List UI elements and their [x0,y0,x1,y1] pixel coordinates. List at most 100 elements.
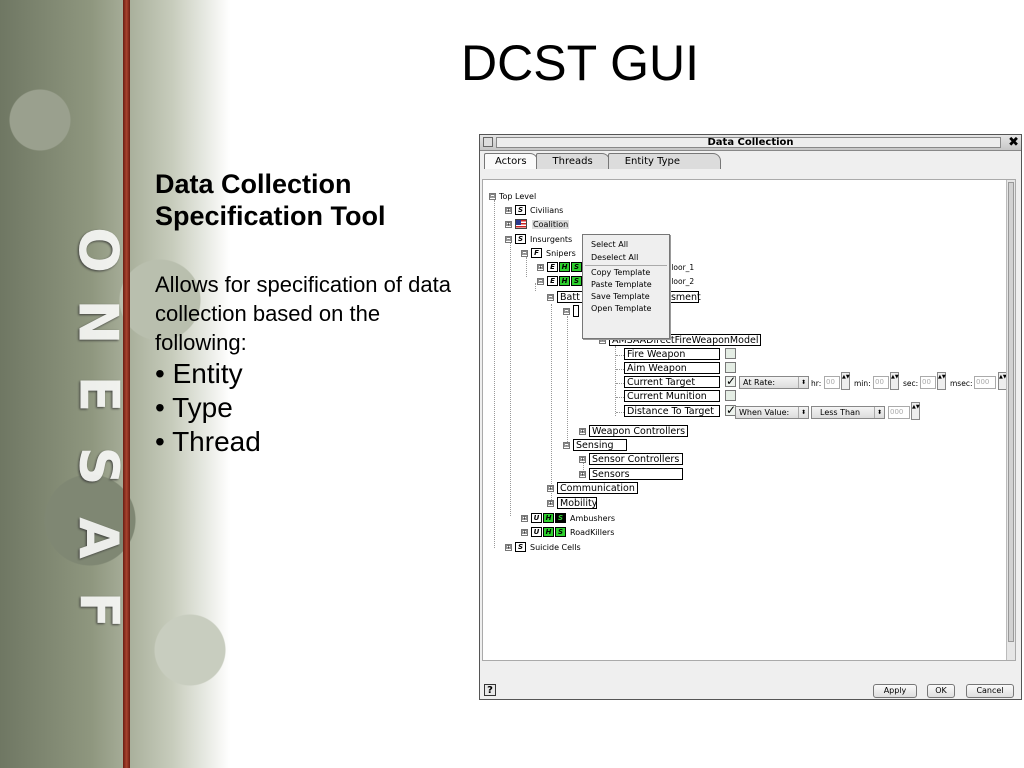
badge-e: E [547,262,558,272]
tab-actors[interactable]: Actors [484,153,538,169]
node-label: Coalition [532,219,570,229]
sec-input[interactable]: 00 [920,376,936,389]
expand-icon[interactable]: ⊞ [505,220,512,228]
tree-node-insurgents[interactable]: ⊟ S Insurgents [505,233,572,245]
tree-node-floor-2[interactable]: ⊟ E H S [537,275,583,287]
node-label: Sensing [573,439,627,451]
node-label: Distance To Target [624,405,720,417]
tree-node-aim-weapon[interactable]: Aim Weapon [624,362,720,374]
expand-icon[interactable]: ⊞ [521,514,528,522]
tree-node-mobility[interactable]: ⊞ Mobility [547,497,597,509]
vertical-scrollbar[interactable] [1006,180,1015,660]
tree-node-communication[interactable]: ⊞ Communication [547,482,638,494]
tree-node-ambushers[interactable]: ⊞ U H S Ambushers [521,512,615,524]
scrollbar-thumb[interactable] [1008,182,1014,642]
threshold-input[interactable]: 000 [888,406,910,419]
tree-node-weapon-controllers[interactable]: ⊞ Weapon Controllers [579,425,689,437]
threshold-spinner-icon[interactable]: ▲▼ [911,402,920,420]
node-label: Ambushers [570,513,616,523]
collapse-icon[interactable]: ⊟ [563,307,570,315]
collapse-icon[interactable]: ⊟ [521,249,528,257]
tree-node-weapons[interactable]: ⊟ [563,305,579,317]
badge-s: S [515,205,526,215]
sec-spinner-icon[interactable]: ▲▼ [937,372,946,390]
min-spinner-icon[interactable]: ▲▼ [890,372,899,390]
badge-h: H [543,513,554,523]
node-label: Mobility [557,497,597,509]
expand-icon[interactable]: ⊞ [579,427,586,435]
comparison-select[interactable]: Less Than ⬍ [811,406,885,419]
bullet-thread: • Thread [155,426,261,457]
tree-guide [526,257,527,277]
min-input[interactable]: 00 [873,376,889,389]
help-icon[interactable]: ? [484,684,496,696]
expand-icon[interactable]: ⊞ [505,543,512,551]
cancel-button[interactable]: Cancel [966,684,1014,698]
tree-node-current-target[interactable]: Current Target [624,376,720,388]
expand-icon[interactable]: ⊞ [521,528,528,536]
tree-node-fire-weapon[interactable]: Fire Weapon [624,348,720,360]
hr-spinner-icon[interactable]: ▲▼ [841,372,850,390]
tree-node-top-level[interactable]: ⊟ Top Level [489,190,536,202]
tree-node-snipers[interactable]: ⊟ F Snipers [521,247,576,259]
tree-node-distance-to-target[interactable]: Distance To Target [624,405,720,417]
checkbox-fire-weapon[interactable] [725,348,736,359]
collapse-icon[interactable]: ⊟ [547,293,554,301]
rate-mode-select[interactable]: At Rate: ⬍ [739,376,809,389]
expand-icon[interactable]: ⊞ [547,484,554,492]
node-label: Insurgents [530,234,573,244]
sec-label: sec: [903,379,919,388]
tree-node-sensors[interactable]: ⊞ Sensors [579,468,683,480]
tab-threads[interactable]: Threads [535,153,610,169]
logo-letter: N [66,299,130,345]
tree-node-floor-1[interactable]: ⊞ E H S [537,261,583,273]
ok-button[interactable]: OK [927,684,955,698]
expand-icon[interactable]: ⊞ [579,455,586,463]
expand-icon[interactable]: ⊞ [579,470,586,478]
checkbox-current-target[interactable]: ✓ [725,374,737,388]
tree-node-sensor-controllers[interactable]: ⊞ Sensor Controllers [579,453,683,465]
trigger-mode-select[interactable]: When Value: ⬍ [735,406,809,419]
bullet-list: • Entity • Type • Thread [155,357,475,459]
node-label: RoadKillers [570,527,615,537]
tree-node-sensing[interactable]: ⊟ Sensing [563,439,627,451]
collapse-icon[interactable]: ⊟ [563,441,570,449]
tree-guide [615,346,616,416]
menu-item-open-template[interactable]: Open Template [591,304,652,313]
bullet-entity: • Entity [155,358,243,389]
tree-node-coalition[interactable]: ⊞ Coalition [505,218,570,230]
window-titlebar[interactable]: Data Collection ✖ [480,135,1021,151]
hr-label: hr: [811,379,822,388]
tree-node-current-munition[interactable]: Current Munition [624,390,720,402]
min-label: min: [854,379,871,388]
apply-button[interactable]: Apply [873,684,917,698]
window-menu-button[interactable] [483,137,493,147]
menu-item-select-all[interactable]: Select All [591,240,629,249]
tree-node-roadkillers[interactable]: ⊞ U H S RoadKillers [521,526,614,538]
checkbox-current-munition[interactable] [725,390,736,401]
menu-item-copy-template[interactable]: Copy Template [591,268,651,277]
expand-icon[interactable]: ⊞ [537,263,544,271]
expand-icon[interactable]: ⊞ [505,206,512,214]
menu-item-deselect-all[interactable]: Deselect All [591,253,639,262]
msec-input[interactable]: 000 [974,376,996,389]
menu-item-paste-template[interactable]: Paste Template [591,280,652,289]
tab-entity-type[interactable]: Entity Type [607,153,722,169]
checkbox-aim-weapon[interactable] [725,362,736,373]
node-label: Suicide Cells [530,542,581,552]
badge-s: S [555,513,566,523]
collapse-icon[interactable]: ⊟ [505,235,512,243]
tree-node-suicide-cells[interactable]: ⊞ S Suicide Cells [505,541,581,553]
tree-node-battle[interactable]: ⊟ Batt [547,291,583,303]
menu-separator [585,265,667,266]
close-icon[interactable]: ✖ [1008,135,1019,150]
menu-item-save-template[interactable]: Save Template [591,292,650,301]
badge-h: H [543,527,554,537]
logo-letter: S [67,446,130,486]
hr-input[interactable]: 00 [824,376,840,389]
expand-icon[interactable]: ⊞ [547,499,554,507]
collapse-icon[interactable]: ⊟ [537,277,544,285]
dropdown-icon: ⬍ [874,407,884,418]
tree-node-civilians[interactable]: ⊞ S Civilians [505,204,563,216]
collapse-icon[interactable]: ⊟ [489,192,496,200]
